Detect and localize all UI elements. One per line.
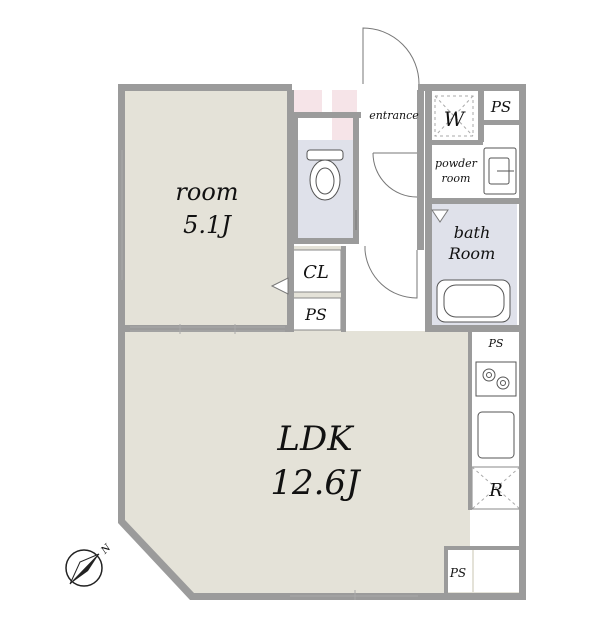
room-name-label: room bbox=[175, 178, 238, 206]
room-size-label: 5.1J bbox=[183, 211, 232, 239]
powder-room-label-line1: powder bbox=[435, 157, 478, 170]
kitchen-sink-icon bbox=[477, 411, 515, 459]
ldk-floor bbox=[124, 90, 521, 596]
ps-top-label: PS bbox=[490, 98, 511, 116]
refrigerator-label: R bbox=[488, 480, 503, 501]
washer-label: W bbox=[444, 107, 466, 131]
openings bbox=[121, 150, 418, 600]
ldk-name-label: LDK bbox=[276, 419, 355, 459]
ps-center-label: PS bbox=[304, 305, 327, 324]
toilet-icon bbox=[306, 149, 344, 201]
entrance-step bbox=[357, 240, 417, 246]
ldk-size-label: 12.6J bbox=[270, 463, 362, 503]
ps-kitchen-box bbox=[472, 333, 520, 353]
entrance-floor bbox=[357, 90, 425, 240]
washer-box bbox=[434, 95, 474, 137]
doors bbox=[270, 27, 449, 299]
compass-icon: N bbox=[65, 541, 115, 587]
compass-north-label: N bbox=[99, 541, 115, 557]
washer-area bbox=[431, 90, 477, 142]
entrance-label: entrance bbox=[369, 109, 419, 122]
powder-room-label-line2: room bbox=[442, 172, 471, 185]
bath-label-line2: Room bbox=[448, 244, 495, 263]
bottom-right-box bbox=[474, 550, 520, 592]
closet-label: CL bbox=[303, 262, 329, 283]
bath-label-line1: bath bbox=[454, 223, 491, 242]
bathtub-icon bbox=[436, 279, 511, 323]
pink-accent-left bbox=[292, 90, 322, 112]
stove-icon bbox=[475, 361, 517, 397]
ps-bottom-box bbox=[448, 550, 472, 592]
refrigerator-diag-2 bbox=[471, 466, 521, 510]
ps-bottom-label: PS bbox=[449, 566, 466, 580]
ps-top-box bbox=[484, 90, 517, 122]
ps-kitchen-label: PS bbox=[488, 337, 504, 350]
washbasin-icon bbox=[483, 147, 517, 195]
